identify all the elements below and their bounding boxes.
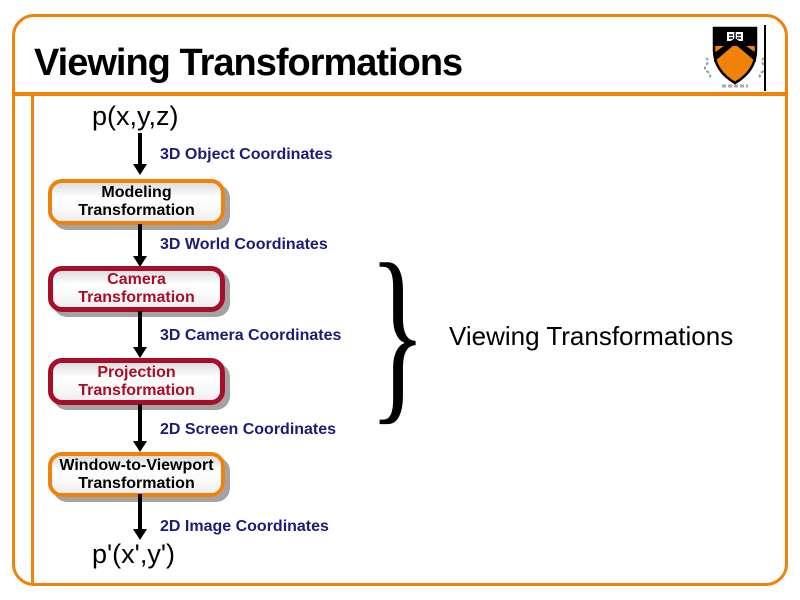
node-label-line2: Transformation <box>78 381 195 399</box>
input-point-label: p(x,y,z) <box>92 101 179 131</box>
node-projection-transformation: Projection Transformation <box>48 358 225 405</box>
node-camera-transformation: Camera Transformation <box>48 266 225 312</box>
princeton-shield-icon <box>703 26 767 88</box>
flow-arrow-down-icon <box>132 311 147 358</box>
slide-title: Viewing Transformations <box>34 42 463 84</box>
coordinate-label: 3D Camera Coordinates <box>160 327 342 344</box>
node-label-line1: Camera <box>107 271 166 289</box>
node-label-line2: Transformation <box>78 289 195 306</box>
flow-arrow-down-icon <box>132 404 147 452</box>
header-divider <box>12 92 788 96</box>
node-label-line1: Window-to-Viewport <box>59 456 214 474</box>
node-label-line1: Modeling <box>101 184 172 202</box>
node-window-to-viewport-transformation: Window-to-Viewport Transformation <box>48 452 225 497</box>
coordinate-label: 3D Object Coordinates <box>160 146 333 163</box>
left-margin-rule <box>31 96 34 583</box>
node-label-line1: Projection <box>97 363 176 381</box>
slide-border <box>12 14 788 586</box>
curly-brace-icon: } <box>369 224 427 440</box>
coordinate-label: 2D Image Coordinates <box>160 518 329 535</box>
flow-arrow-down-icon <box>132 494 147 540</box>
node-modeling-transformation: Modeling Transformation <box>48 179 225 225</box>
brace-group-label: Viewing Transformations <box>449 321 734 351</box>
output-point-label: p'(x',y') <box>92 539 175 569</box>
flow-arrow-down-icon <box>132 133 147 175</box>
coordinate-label: 3D World Coordinates <box>160 236 328 253</box>
node-label-line2: Transformation <box>78 202 195 219</box>
logo-separator-rule <box>764 25 766 91</box>
flow-arrow-down-icon <box>132 224 147 267</box>
node-label-line2: Transformation <box>78 474 195 492</box>
coordinate-label: 2D Screen Coordinates <box>160 421 337 438</box>
